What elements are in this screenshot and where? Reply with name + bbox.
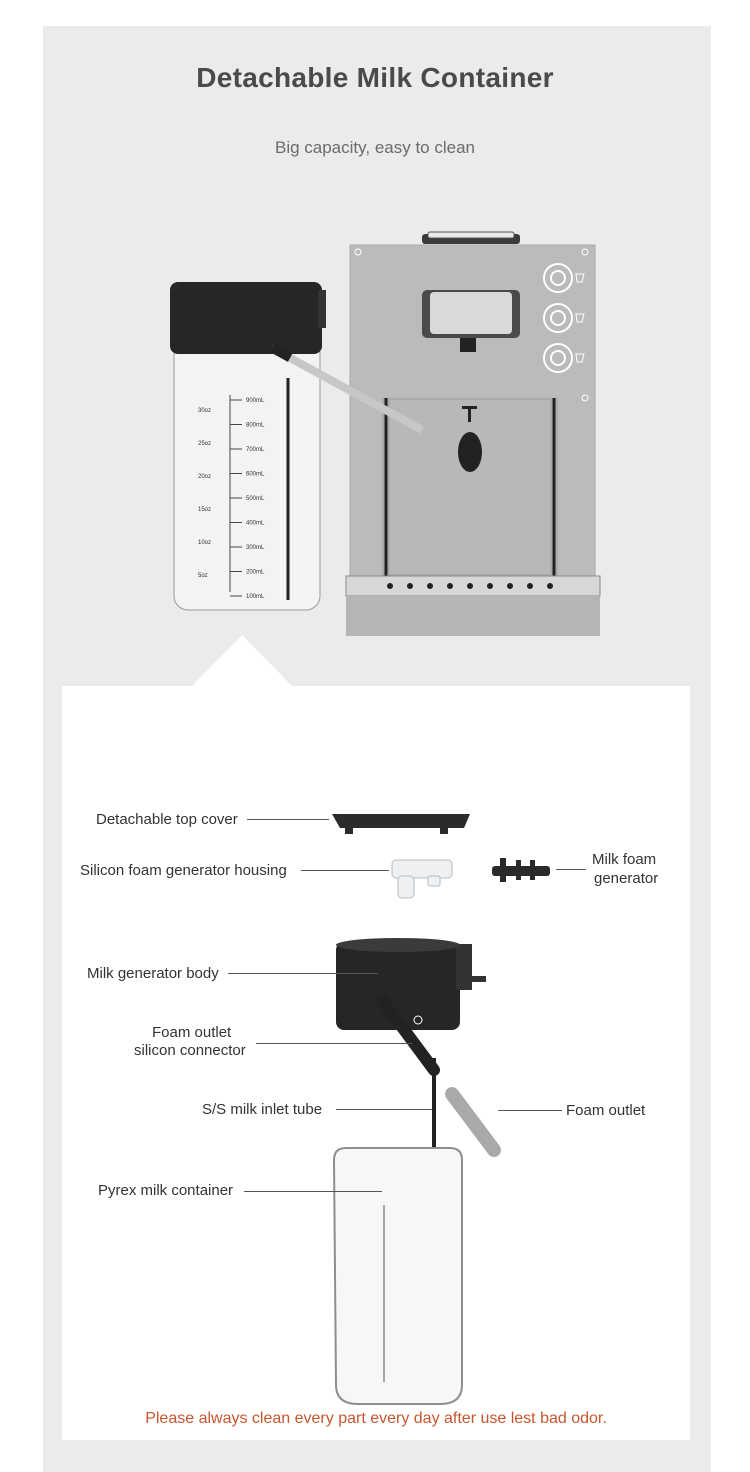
milk-foam-generator-part	[492, 858, 550, 882]
label-foam-outlet: Foam outlet	[566, 1102, 646, 1119]
leader-line	[244, 1191, 382, 1192]
top-cover-part	[332, 814, 470, 834]
scale-oz-label: 20oz	[198, 474, 211, 480]
label-milk-foam-generator-2: generator	[594, 870, 659, 887]
button-ring-icon	[543, 303, 573, 333]
button-ring-icon	[543, 263, 573, 293]
pyrex-container-part	[332, 1147, 463, 1405]
scale-oz-label: 15oz	[198, 507, 211, 513]
outlet-connector-part	[376, 994, 440, 1076]
scale-ml-label: 700mL	[246, 447, 265, 453]
coffee-machine-illustration: 900mL 800mL 700mL 600mL 500mL 400mL 300mL 200mL…	[170, 231, 601, 636]
scale-ml-label: 800mL	[246, 423, 265, 429]
jar-scale: 900mL 800mL 700mL 600mL 500mL 400mL 300mL 200mL…	[198, 398, 265, 600]
leader-line	[247, 819, 329, 820]
scale-ml-label: 400mL	[246, 521, 265, 527]
button-ring-icon	[543, 343, 573, 373]
label-generator-body: Milk generator body	[87, 965, 219, 982]
scale-ml-label: 600mL	[246, 472, 265, 478]
scale-ml-label: 500mL	[246, 496, 265, 502]
scale-ml-label: 200mL	[246, 570, 265, 576]
scale-ml-label: 300mL	[246, 545, 265, 551]
leader-line	[498, 1110, 562, 1111]
leader-line	[556, 869, 586, 870]
label-foam-housing: Silicon foam generator housing	[80, 862, 287, 879]
leader-line	[301, 870, 389, 871]
scale-oz-label: 10oz	[198, 540, 211, 546]
label-top-cover: Detachable top cover	[96, 811, 238, 828]
coffee-machine	[345, 231, 601, 636]
foam-housing-part	[391, 859, 453, 899]
label-outlet-connector-1: Foam outlet	[152, 1024, 232, 1041]
scale-oz-label: 30oz	[198, 408, 211, 414]
cleaning-note: Please always clean every part every day…	[145, 1410, 607, 1427]
scale-oz-label: 5oz	[198, 573, 208, 579]
exploded-view-panel	[62, 635, 690, 1440]
milk-jar	[170, 282, 424, 611]
label-milk-foam-generator-1: Milk foam	[592, 851, 657, 868]
label-pyrex-container: Pyrex milk container	[98, 1182, 234, 1199]
scale-ml-label: 900mL	[246, 398, 265, 404]
generator-body-part	[336, 938, 486, 1030]
scale-ml-label: 100mL	[246, 594, 265, 600]
page-title: Detachable Milk Container	[196, 62, 554, 93]
label-outlet-connector-2: silicon connector	[134, 1042, 246, 1059]
leader-line	[256, 1043, 412, 1044]
page-subtitle: Big capacity, easy to clean	[274, 138, 475, 157]
scale-oz-label: 25oz	[198, 441, 211, 447]
leader-line	[228, 973, 378, 974]
foam-outlet-part	[445, 1087, 501, 1157]
leader-line	[336, 1109, 432, 1110]
label-inlet-tube: S/S milk inlet tube	[202, 1101, 323, 1118]
